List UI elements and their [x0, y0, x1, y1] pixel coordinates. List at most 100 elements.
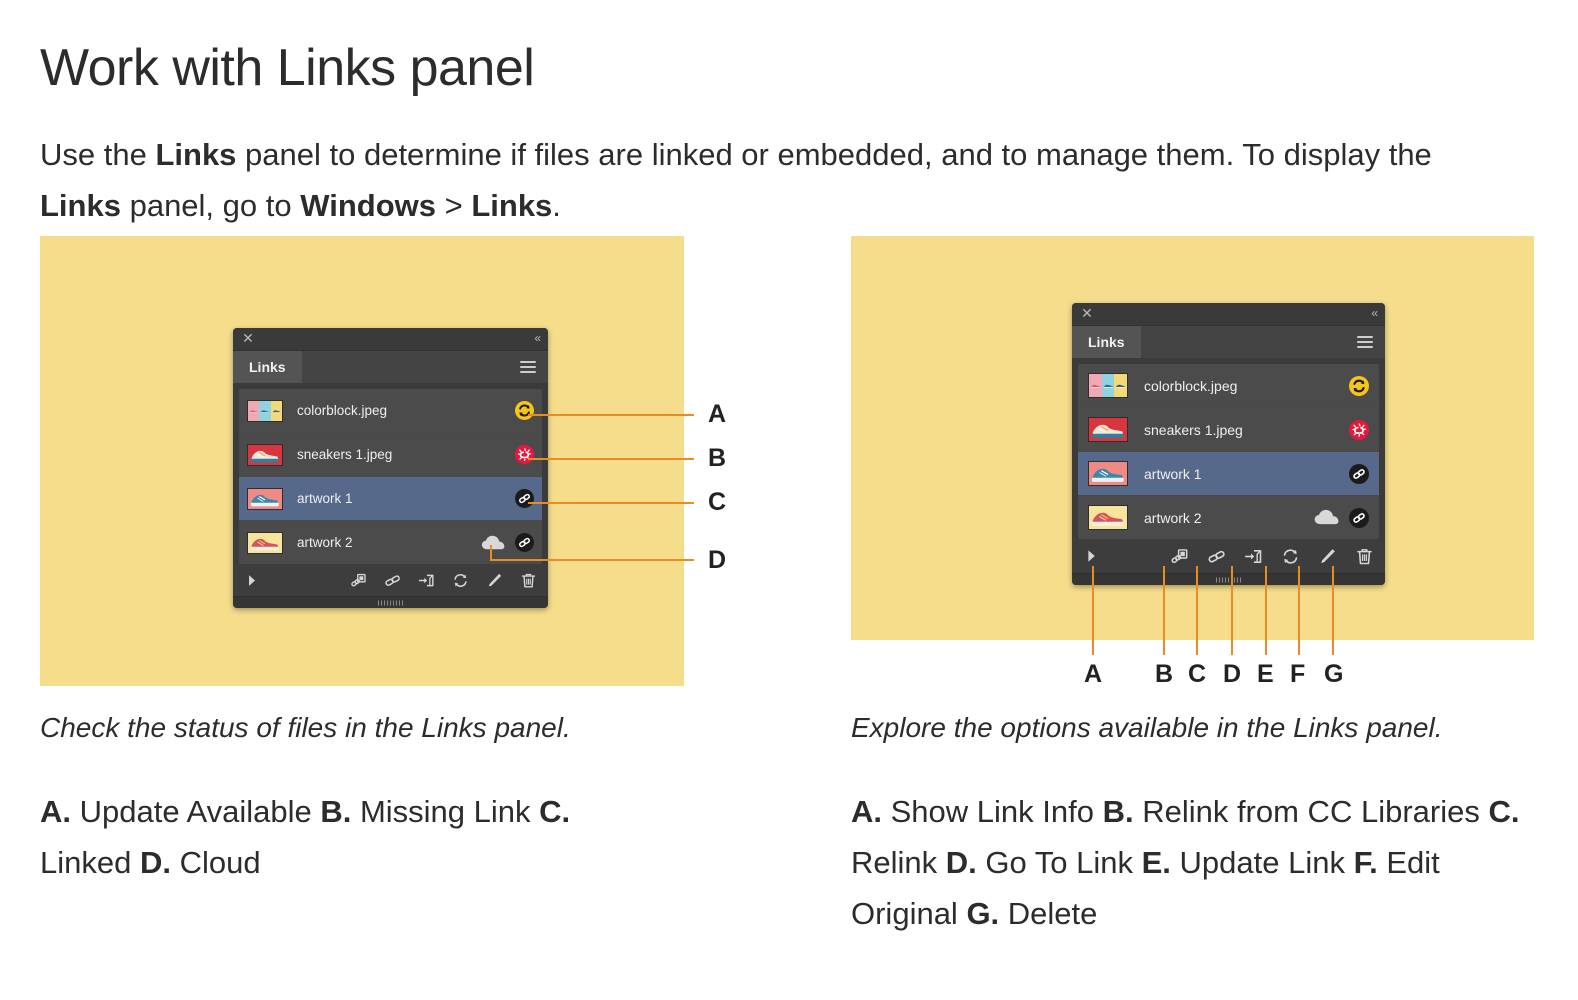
- show-link-info-triangle-icon[interactable]: [243, 572, 260, 589]
- yellow-sneaker-thumbnail: [1088, 505, 1128, 530]
- callout-letter-a-right: A: [1084, 660, 1103, 688]
- tab-links[interactable]: Links: [1072, 326, 1141, 358]
- links-list: colorblock.jpeg sneakers 1.jpeg: [1078, 364, 1379, 539]
- leader-line-e-right: [1265, 566, 1267, 655]
- leader-line-g-right: [1332, 566, 1334, 655]
- leader-line-c-right: [1196, 566, 1198, 655]
- toolbar-right-group: [1169, 546, 1375, 567]
- blue-sneaker-thumbnail: [1088, 461, 1128, 486]
- link-file-name: colorblock.jpeg: [297, 403, 388, 418]
- tab-links[interactable]: Links: [233, 351, 302, 383]
- show-link-info-triangle-icon[interactable]: [1082, 547, 1100, 565]
- tab-links-label: Links: [1088, 334, 1125, 350]
- leader-line-f-right: [1298, 566, 1300, 655]
- linked-badge[interactable]: [1349, 507, 1369, 528]
- link-file-name: artwork 2: [297, 535, 353, 550]
- callout-letter-b-left: B: [708, 444, 727, 472]
- linked-badge[interactable]: [1349, 463, 1369, 484]
- go-to-link-icon[interactable]: [1243, 546, 1264, 567]
- close-icon[interactable]: ✕: [1081, 305, 1093, 321]
- delete-trash-icon[interactable]: [1354, 546, 1375, 567]
- intro-paragraph: Use the Links panel to determine if file…: [40, 137, 1432, 224]
- leader-line-d-stem: [490, 545, 492, 560]
- delete-trash-icon[interactable]: [519, 571, 538, 590]
- link-row[interactable]: sneakers 1.jpeg: [239, 433, 542, 477]
- colorblock-thumbnail: [1088, 373, 1128, 398]
- edit-original-pencil-icon[interactable]: [1317, 546, 1338, 567]
- toolbar-left-group: [243, 572, 260, 589]
- link-row[interactable]: colorblock.jpeg: [1078, 364, 1379, 408]
- panel-titlebar: ✕ «: [1072, 303, 1385, 326]
- page-title: Work with Links panel: [40, 38, 535, 97]
- panel-tabbar: Links: [233, 351, 548, 383]
- link-file-name: colorblock.jpeg: [1144, 377, 1238, 394]
- hamburger-menu-icon[interactable]: [520, 361, 536, 373]
- cloud-badge[interactable]: [1313, 508, 1342, 527]
- link-row[interactable]: artwork 2: [1078, 496, 1379, 539]
- red-sneaker-thumbnail: [247, 443, 283, 466]
- link-file-name: sneakers 1.jpeg: [297, 447, 393, 462]
- link-row[interactable]: artwork 2: [239, 521, 542, 564]
- close-icon[interactable]: ✕: [242, 330, 254, 346]
- link-row[interactable]: sneakers 1.jpeg: [1078, 408, 1379, 452]
- callout-letter-e-right: E: [1257, 660, 1274, 688]
- callout-letter-g-right: G: [1324, 660, 1344, 688]
- callout-letter-d-right: D: [1223, 660, 1242, 688]
- callout-letter-c-left: C: [708, 488, 727, 516]
- leader-line-d-right: [1231, 566, 1233, 655]
- update-available-badge[interactable]: [1349, 375, 1369, 396]
- link-status-icons: [1349, 463, 1369, 484]
- link-row[interactable]: artwork 1: [239, 477, 542, 521]
- cloud-badge[interactable]: [480, 534, 508, 552]
- link-row[interactable]: colorblock.jpeg: [239, 389, 542, 433]
- links-panel-right[interactable]: ✕ « Links colorbl: [1072, 303, 1385, 585]
- panel-titlebar: ✕ «: [233, 328, 548, 351]
- missing-link-badge[interactable]: [515, 445, 534, 464]
- callout-letter-a-left: A: [708, 400, 727, 428]
- panel-resize-gripbar[interactable]: [1072, 573, 1385, 585]
- collapse-double-chevron-icon[interactable]: «: [1371, 306, 1378, 320]
- links-panel-toolbar: [1072, 539, 1385, 573]
- edit-original-pencil-icon[interactable]: [485, 571, 504, 590]
- leader-line-d: [490, 559, 694, 561]
- linked-badge[interactable]: [515, 533, 534, 552]
- resize-grip-icon[interactable]: [1215, 577, 1242, 582]
- panel-resize-gripbar[interactable]: [233, 596, 548, 608]
- go-to-link-icon[interactable]: [417, 571, 436, 590]
- link-file-name: artwork 2: [1144, 509, 1202, 526]
- leader-line-a-right: [1092, 566, 1094, 655]
- red-sneaker-thumbnail: [1088, 417, 1128, 442]
- link-file-name: sneakers 1.jpeg: [1144, 421, 1243, 438]
- tab-links-label: Links: [249, 359, 286, 375]
- link-file-name: artwork 1: [297, 491, 353, 506]
- link-file-name: artwork 1: [1144, 465, 1202, 482]
- hamburger-menu-icon[interactable]: [1357, 336, 1373, 348]
- colorblock-thumbnail: [247, 399, 283, 422]
- update-link-icon[interactable]: [451, 571, 470, 590]
- figure-right-caption: Explore the options available in the Lin…: [851, 712, 1443, 743]
- relink-icon[interactable]: [1206, 546, 1227, 567]
- leader-line-c: [528, 502, 694, 504]
- linked-badge[interactable]: [515, 489, 534, 508]
- link-status-icons: [515, 401, 534, 420]
- yellow-sneaker-thumbnail: [247, 531, 283, 554]
- collapse-double-chevron-icon[interactable]: «: [534, 331, 541, 345]
- relink-from-cc-libraries-icon[interactable]: [349, 571, 368, 590]
- links-panel-left[interactable]: ✕ « Links colorbl: [233, 328, 548, 608]
- link-status-icons: [480, 533, 534, 552]
- resize-grip-icon[interactable]: [377, 600, 404, 605]
- links-list: colorblock.jpeg sneakers 1.jpeg: [239, 389, 542, 564]
- callout-letter-f-right: F: [1290, 660, 1306, 688]
- relink-from-cc-libraries-icon[interactable]: [1169, 546, 1190, 567]
- link-status-icons: [1349, 419, 1369, 440]
- figure-left-legend: A. Update Available B. Missing Link C. L…: [40, 794, 571, 881]
- figure-right-legend: A. Show Link Info B. Relink from CC Libr…: [851, 794, 1520, 932]
- update-available-badge[interactable]: [515, 401, 534, 420]
- link-row[interactable]: artwork 1: [1078, 452, 1379, 496]
- relink-icon[interactable]: [383, 571, 402, 590]
- missing-link-badge[interactable]: [1349, 419, 1369, 440]
- update-link-icon[interactable]: [1280, 546, 1301, 567]
- callout-letter-d-left: D: [708, 546, 727, 574]
- leader-line-b: [528, 458, 694, 460]
